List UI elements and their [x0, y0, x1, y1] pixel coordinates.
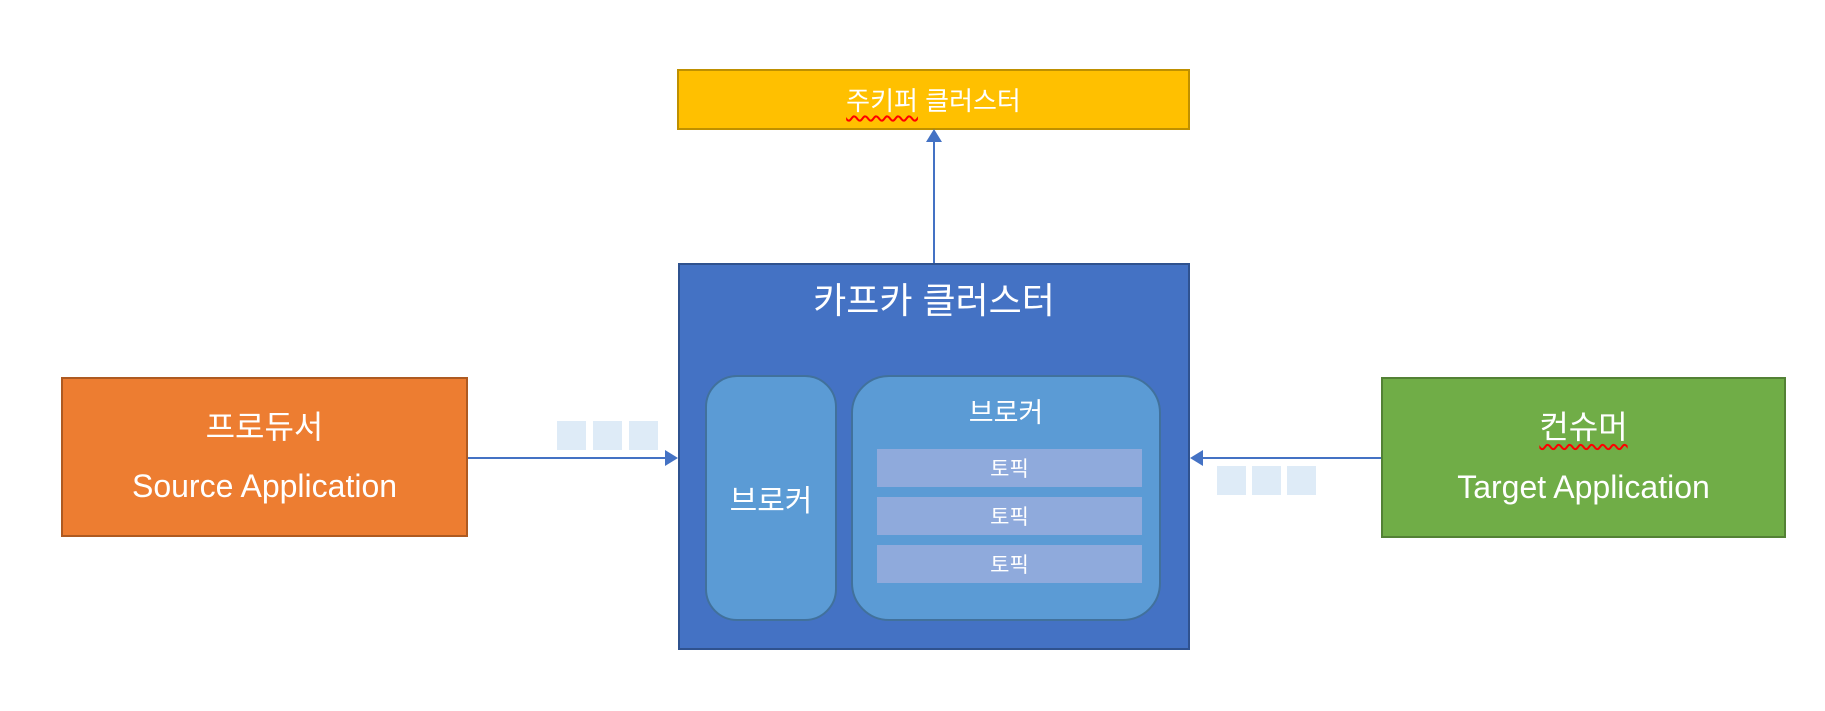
- message-square: [1287, 466, 1316, 495]
- message-square: [629, 421, 658, 450]
- topic-bar: 토픽: [877, 545, 1142, 583]
- consumer-box: 컨슈머 Target Application: [1381, 377, 1786, 538]
- topic-bar: 토픽: [877, 497, 1142, 535]
- arrow-kafka-to-zookeeper: [933, 142, 935, 263]
- broker-left-label: 브로커: [729, 485, 813, 518]
- message-square: [557, 421, 586, 450]
- arrow-producer-to-kafka: [468, 457, 665, 459]
- topic-bar: 토픽: [877, 449, 1142, 487]
- arrow-up-head: [926, 129, 942, 142]
- producer-title: 프로듀서: [205, 408, 324, 445]
- message-square: [593, 421, 622, 450]
- message-square: [1252, 466, 1281, 495]
- zookeeper-cluster-box: 주키퍼 클러스터: [677, 69, 1190, 130]
- broker-box-left: 브로커: [705, 375, 837, 621]
- zookeeper-label-rest: 클러스터: [925, 86, 1021, 116]
- consumer-title: 컨슈머: [1539, 409, 1628, 446]
- message-squares-right: [1217, 466, 1316, 495]
- broker-right-label: 브로커: [968, 398, 1044, 428]
- arrow-left-head: [1190, 450, 1203, 466]
- kafka-cluster-title: 카프카 클러스터: [813, 280, 1055, 321]
- producer-box: 프로듀서 Source Application: [61, 377, 468, 537]
- producer-subtitle: Source Application: [131, 468, 398, 504]
- arrow-right-head: [665, 450, 678, 466]
- kafka-cluster-box: 카프카 클러스터 브로커 브로커 토픽 토픽 토픽: [678, 263, 1190, 650]
- broker-box-right: 브로커 토픽 토픽 토픽: [851, 375, 1161, 621]
- message-squares-left: [557, 421, 658, 450]
- consumer-subtitle: Target Application: [1457, 468, 1710, 505]
- message-square: [1217, 466, 1246, 495]
- arrow-consumer-to-kafka: [1203, 457, 1381, 459]
- zookeeper-label-flagged: 주키퍼: [846, 86, 918, 116]
